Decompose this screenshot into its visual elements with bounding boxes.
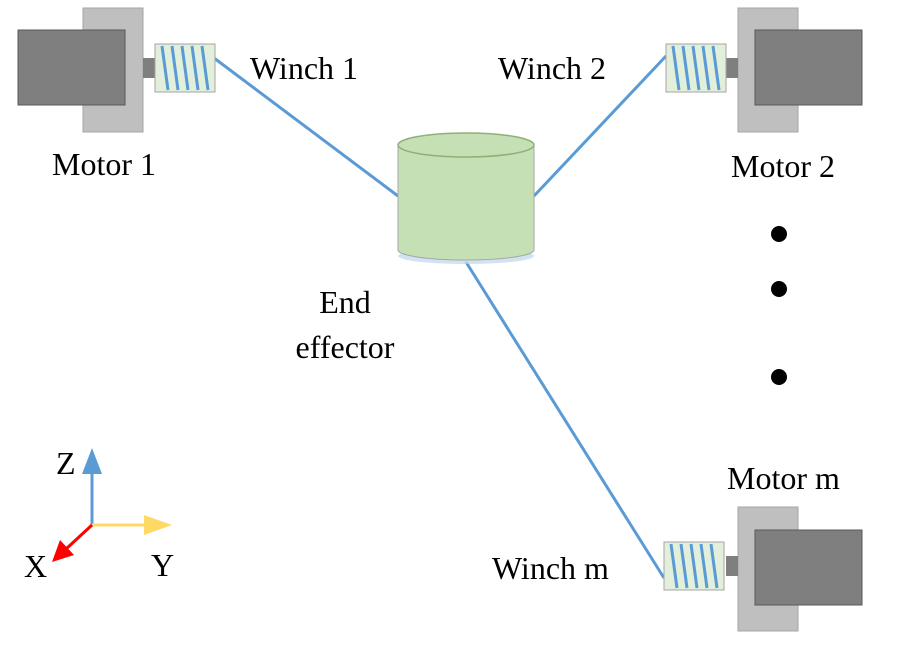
cable-1 — [213, 56, 399, 198]
end-effector-label-line1: End — [319, 284, 371, 320]
winch-2 — [665, 43, 727, 93]
axis-x-head — [52, 540, 74, 562]
motor-m-label: Motor m — [727, 460, 840, 496]
cable-m — [464, 261, 666, 579]
motor-1-label: Motor 1 — [52, 146, 156, 182]
winch-1-label: Winch 1 — [250, 50, 358, 86]
motor-1 — [17, 7, 155, 133]
labels: Winch 1 Winch 2 Winch m Motor 1 Motor 2 … — [52, 50, 840, 586]
axis-arrow-icon — [64, 523, 94, 551]
winch-2-label: Winch 2 — [498, 50, 606, 86]
axis-z-head — [82, 448, 102, 474]
axis-z-label: Z — [56, 445, 76, 481]
axis-y-label: Y — [151, 547, 174, 583]
ellipsis-dot-icon — [771, 281, 787, 297]
winch-m — [663, 541, 725, 591]
motor-2 — [726, 7, 863, 133]
motor-m — [726, 506, 863, 632]
motor-icon — [17, 29, 126, 106]
winch-m-label: Winch m — [492, 550, 609, 586]
motor-shaft — [726, 556, 738, 576]
motor-icon — [754, 29, 863, 106]
ellipsis-dot-icon — [771, 226, 787, 242]
ellipsis-dot-icon — [771, 369, 787, 385]
motor-icon — [754, 529, 863, 606]
end-effector-icon — [397, 132, 535, 264]
motor-shaft — [726, 58, 738, 78]
motor-2-label: Motor 2 — [731, 148, 835, 184]
axis-triad: Z Y X — [24, 445, 174, 584]
motor-shaft — [143, 58, 155, 78]
cable-2 — [532, 54, 668, 198]
axis-y-head — [144, 515, 172, 535]
axis-x-label: X — [24, 548, 47, 584]
winch-1 — [154, 43, 216, 93]
end-effector-label-line2: effector — [296, 329, 395, 365]
cables — [213, 54, 668, 579]
ellipsis-dots — [771, 226, 787, 385]
